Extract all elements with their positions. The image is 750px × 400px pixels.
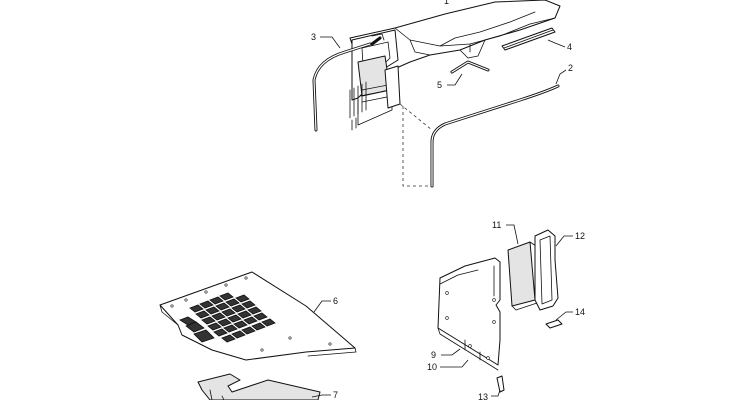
svg-text:1: 1 [444,0,449,6]
part-6-floor-mat [159,271,357,361]
part-6-tread-pattern [179,292,276,343]
svg-text:9: 9 [431,350,436,360]
svg-text:4: 4 [567,42,572,52]
svg-text:2: 2 [568,63,573,73]
part-12-backing-panel [534,229,559,311]
svg-text:10: 10 [427,362,437,372]
part-5-angle-bracket [450,60,490,74]
callout-3: 3 [311,32,341,49]
part-3-side-seal [312,33,385,132]
svg-text:12: 12 [575,231,585,241]
callout-2: 2 [555,63,573,85]
part-1-vent-grille [349,81,367,119]
part-7-lower-mat [197,373,321,400]
svg-text:7: 7 [333,390,338,400]
callout-1: 1 [444,0,449,6]
svg-text:3: 3 [311,32,316,42]
side-panel-assembly: 9 10 13 11 12 [427,220,585,400]
callout-5: 5 [437,73,463,90]
callout-7: 7 [311,390,338,400]
dashboard-assembly: 1 3 4 5 [311,0,573,188]
callout-14: 14 [555,307,585,321]
svg-text:13: 13 [478,392,488,400]
callout-12: 12 [555,231,585,247]
part-4-straight-seal [501,27,556,51]
part-14-spacer-plate [545,319,563,329]
part-13-clip [496,375,505,393]
callout-10: 10 [427,359,469,372]
callout-11: 11 [492,220,519,245]
part-2-curved-seal [430,84,560,188]
callout-13: 13 [478,389,501,400]
floor-mat-assembly: 6 7 [159,271,357,400]
svg-text:11: 11 [492,220,501,230]
part-1-dashboard-shell [349,0,561,131]
alignment-lines [399,103,433,187]
callout-4: 4 [547,39,572,52]
callout-6: 6 [313,296,338,313]
svg-text:14: 14 [575,307,585,317]
svg-text:5: 5 [437,80,442,90]
svg-text:6: 6 [333,296,338,306]
part-9-10-side-trim-panel [437,257,501,371]
callout-9: 9 [431,348,461,360]
